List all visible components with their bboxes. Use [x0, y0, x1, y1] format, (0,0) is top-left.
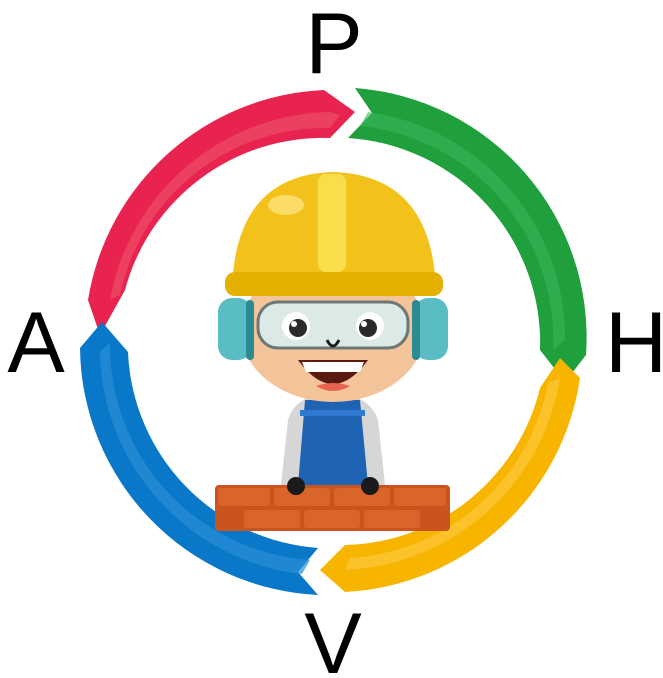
construction-worker-illustration [215, 172, 450, 531]
brick-wall [215, 485, 450, 531]
label-bottom: V [304, 596, 361, 678]
label-top: P [305, 0, 362, 92]
label-right: H [605, 295, 663, 391]
label-left: A [7, 295, 65, 391]
